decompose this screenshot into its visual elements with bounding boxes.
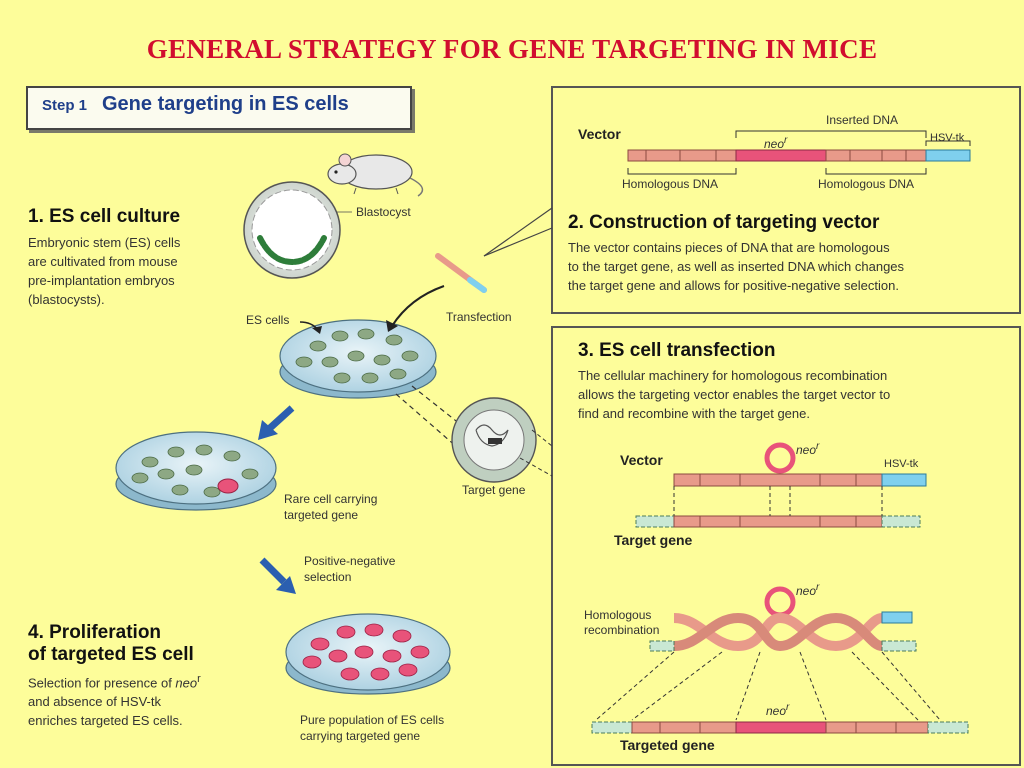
tp-target-gene: Target gene [614, 532, 693, 548]
tp-homologous-recombination: Homologous recombination [584, 608, 660, 637]
tp-targeted-gene: Targeted gene [620, 737, 715, 753]
transfection-vector [673, 442, 927, 487]
recombination-crossover [649, 586, 917, 652]
label-target-gene-small: Target gene [462, 483, 526, 497]
section1-heading: 1. ES cell culture [28, 206, 181, 227]
dish-pure-population [285, 613, 451, 695]
section3-line: find and recombine with the target gene. [578, 406, 810, 421]
label-rare-cell: Rare cell carrying targeted gene [284, 492, 378, 522]
targeted-gene-bar [591, 721, 969, 734]
label-positive-negative: Positive-negative selection [304, 554, 396, 584]
section4-line: Selection for presence of neor [28, 673, 201, 691]
tp-neo-mid: neor [796, 582, 820, 598]
section4-body: Selection for presence of neor and absen… [28, 670, 201, 730]
label-pure-population: Pure population of ES cells carrying tar… [300, 713, 445, 743]
section3-line: The cellular machinery for homologous re… [578, 368, 888, 383]
target-cell-icon [451, 397, 537, 483]
step-title: Gene targeting in ES cells [102, 93, 349, 115]
vp-inserted-dna: Inserted DNA [826, 113, 899, 127]
section2-line: to the target gene, as well as inserted … [568, 259, 905, 274]
vp-homologous-dna-right: Homologous DNA [818, 177, 915, 191]
section1-line: Embryonic stem (ES) cells [28, 235, 181, 250]
arrow-selection-icon [259, 557, 296, 594]
section4-line: enriches targeted ES cells. [28, 713, 183, 729]
vp-homologous-dna-left: Homologous DNA [622, 177, 719, 191]
section4-line: and absence of HSV-tk [28, 694, 161, 710]
tp-hsvtk: HSV-tk [884, 458, 919, 470]
page-title: GENERAL STRATEGY FOR GENE TARGETING IN M… [146, 34, 878, 64]
step-banner: Step 1 Gene targeting in ES cells [26, 86, 412, 130]
vector-dna-bar [627, 130, 971, 175]
section2-line: The vector contains pieces of DNA that a… [568, 240, 890, 255]
section1-line: are cultivated from mouse [28, 254, 178, 269]
transfection-panel [551, 326, 1021, 766]
section4-heading-line2: of targeted ES cell [28, 644, 194, 665]
vp-neo: neor [764, 135, 788, 151]
section2-line: the target gene and allows for positive-… [568, 278, 899, 293]
section3-heading: 3. ES cell transfection [578, 340, 776, 361]
section3-line: allows the targeting vector enables the … [578, 387, 891, 402]
vp-vector-label: Vector [578, 126, 621, 142]
section1-line: (blastocysts). [28, 292, 105, 307]
dish-es-cells [279, 319, 437, 399]
section1-line: pre-implantation embryos [28, 273, 175, 288]
blastocyst-icon [243, 181, 341, 279]
dish-rare-cell [115, 431, 277, 511]
section4-heading-line1: 4. Proliferation [28, 622, 162, 643]
tp-neo-bottom: neor [766, 702, 790, 718]
mouse-icon [327, 153, 424, 197]
section2-body: The vector contains pieces of DNA that a… [568, 238, 904, 295]
vector-panel [551, 86, 1021, 314]
label-transfection: Transfection [446, 310, 512, 324]
vector-stick-icon [435, 253, 487, 293]
step-label: Step 1 [42, 97, 88, 114]
vp-hsvtk: HSV-tk [930, 132, 965, 144]
section1-body: Embryonic stem (ES) cells are cultivated… [28, 233, 180, 309]
arrow-down-left-icon [258, 405, 295, 440]
section3-body: The cellular machinery for homologous re… [578, 366, 890, 423]
label-blastocyst: Blastocyst [356, 205, 411, 219]
transfection-target-gene [635, 515, 921, 528]
label-es-cells: ES cells [246, 313, 290, 327]
section2-heading: 2. Construction of targeting vector [568, 212, 880, 233]
tp-neo-top: neor [796, 441, 820, 457]
tp-vector-label: Vector [620, 452, 663, 468]
